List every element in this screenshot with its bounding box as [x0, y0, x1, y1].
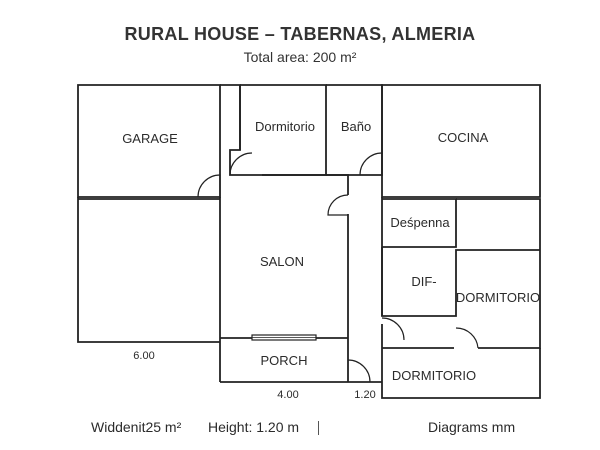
dimension-passage-width: 1.20 [354, 389, 375, 401]
wall-dormitorio-left [229, 85, 241, 176]
dimension-left-width: 6.00 [133, 350, 154, 362]
room-label-dormitorio-bottom: DORMITORIO [392, 368, 476, 383]
door-swing-dormitorio-right [455, 327, 479, 349]
wall-dif [381, 247, 540, 317]
footer-diagrams: Diagrams mm [428, 419, 516, 435]
room-label-salon: SALON [260, 254, 304, 269]
room-label-porch: PORCH [261, 353, 308, 368]
room-label-despenna: Deśpenna [390, 215, 450, 230]
door-swing-garage [197, 174, 221, 198]
door-swing-dormitorio [229, 152, 253, 176]
door-swing-porch [347, 359, 371, 383]
plan-subtitle: Total area: 200 m² [243, 49, 357, 65]
room-label-bano: Baño [341, 119, 371, 134]
wall-dormitorio-bottom [381, 348, 541, 399]
wall-right-top [456, 198, 541, 250]
door-swing-salon [327, 194, 349, 216]
wall-left-block [77, 197, 220, 343]
room-label-garage: GARAGE [122, 131, 178, 146]
room-label-dormitorio-right: DORMITORIO [456, 290, 540, 305]
door-swing-dif [381, 317, 405, 341]
footer-separator [318, 421, 319, 435]
wall-despenna [382, 198, 457, 248]
wall-corridor-left [220, 84, 241, 150]
footer-widdenit: Widdenit25 m² [91, 419, 182, 435]
wall-salon-top [240, 174, 349, 195]
door-swing-bano [359, 152, 383, 176]
footer-height: Height: 1.20 m [208, 419, 300, 435]
dimension-porch-width: 4.00 [277, 389, 298, 401]
room-label-cocina: COCINA [438, 130, 489, 145]
room-label-dormitorio-top: Dormitorio [255, 119, 315, 134]
wall-cocina [381, 84, 541, 198]
room-label-dif: DIF- [411, 274, 436, 289]
porch-window [251, 334, 317, 341]
plan-title: RURAL HOUSE – TABERNAS, ALMERIA [124, 24, 476, 44]
